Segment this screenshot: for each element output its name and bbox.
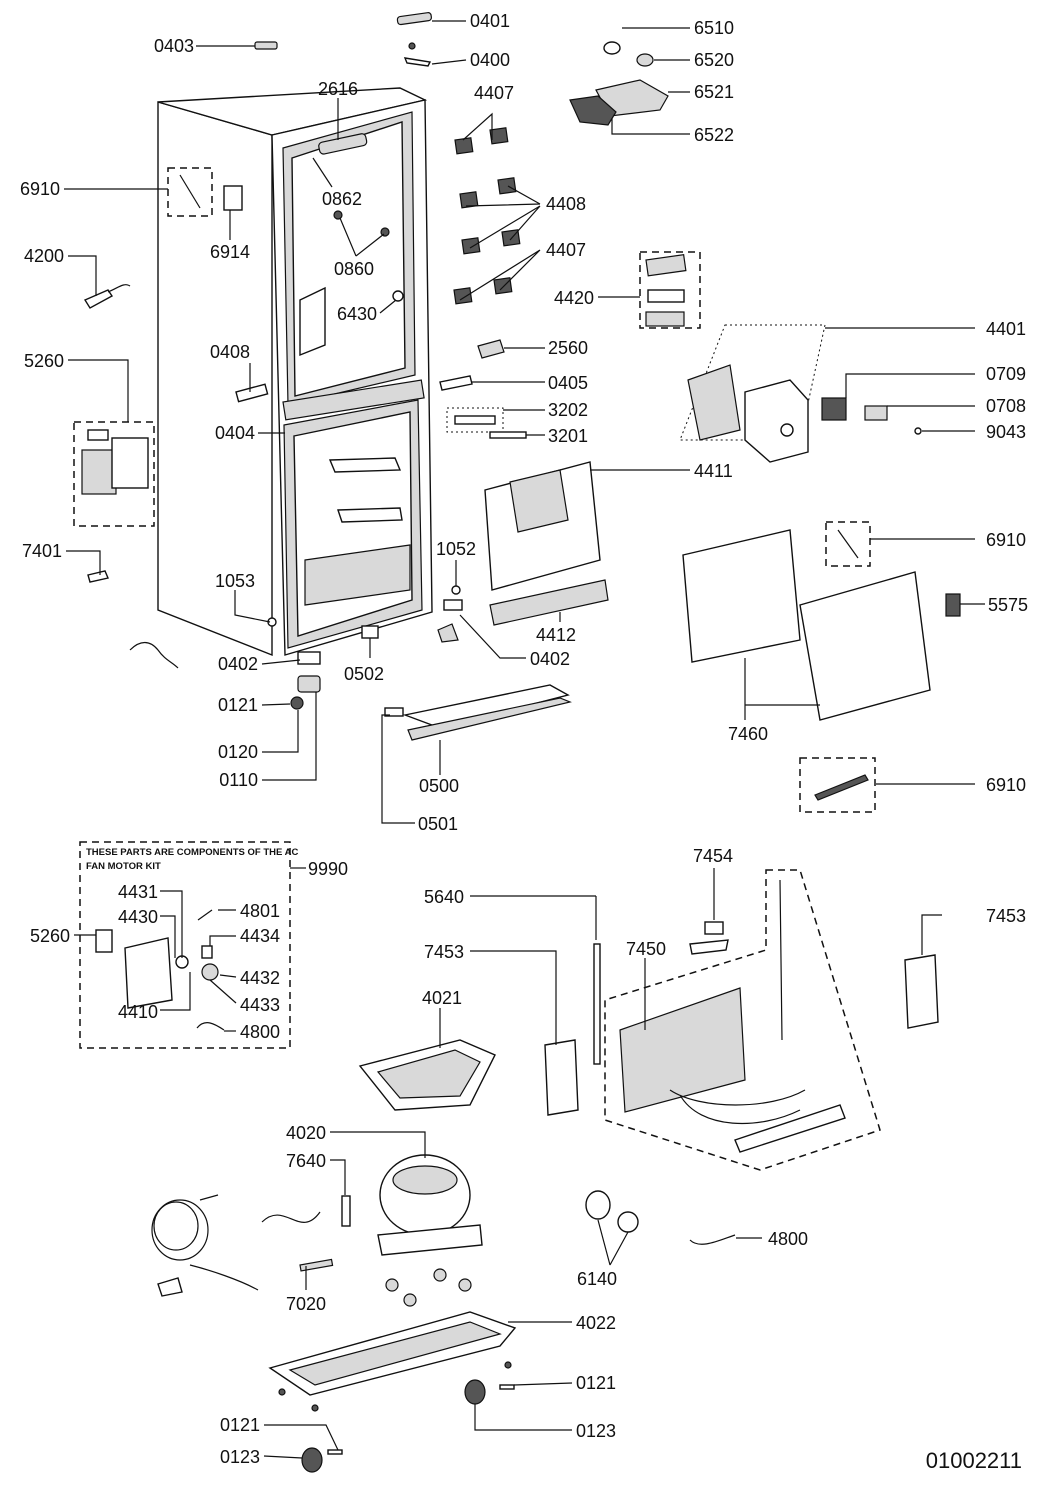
callout-4430: 4430: [118, 907, 158, 927]
callout-7401: 7401: [22, 541, 62, 561]
callout-4407-lower: 4407: [546, 240, 586, 260]
callout-1052: 1052: [436, 539, 476, 559]
callout-7020: 7020: [286, 1294, 326, 1314]
callout-0110: 0110: [219, 770, 258, 790]
door-switch-kit: [799, 757, 876, 813]
callout-0401: 0401: [470, 11, 510, 31]
callout-0501: 0501: [418, 814, 458, 834]
callout-0402-left: 0402: [218, 654, 258, 674]
callout-7450: 7450: [626, 939, 666, 959]
drain-pan: [358, 1039, 496, 1111]
callout-7453-center: 7453: [424, 942, 464, 962]
callout-4021: 4021: [422, 988, 462, 1008]
callout-4420: 4420: [554, 288, 594, 308]
callout-0404: 0404: [215, 423, 255, 443]
callout-9990: 9990: [308, 859, 348, 879]
callout-4801: 4801: [240, 901, 280, 921]
callout-5575: 5575: [988, 595, 1028, 615]
callout-4433: 4433: [240, 995, 280, 1015]
callout-0402-right: 0402: [530, 649, 570, 669]
capillary-coil: [151, 1194, 321, 1297]
callout-0121-upper: 0121: [218, 695, 258, 715]
callout-2616: 2616: [318, 79, 358, 99]
callout-0502: 0502: [344, 664, 384, 684]
callout-4410: 4410: [118, 1002, 158, 1022]
callout-5640: 5640: [424, 887, 464, 907]
callout-7640: 7640: [286, 1151, 326, 1171]
callout-6510: 6510: [694, 18, 734, 38]
callout-5260-upper: 5260: [24, 351, 64, 371]
callout-2560: 2560: [548, 338, 588, 358]
base-plate: [268, 1311, 517, 1473]
callout-0860: 0860: [334, 259, 374, 279]
callout-4800-kit: 4800: [240, 1022, 280, 1042]
callout-4020: 4020: [286, 1123, 326, 1143]
callout-4800-harness: 4800: [768, 1229, 808, 1249]
callout-6914: 6914: [210, 242, 250, 262]
callout-4408: 4408: [546, 194, 586, 214]
callout-4407-upper: 4407: [474, 83, 514, 103]
callout-6522: 6522: [694, 125, 734, 145]
callout-6521: 6521: [694, 82, 734, 102]
kit-note-line-1: THESE PARTS ARE COMPONENTS OF THE AC: [86, 847, 298, 858]
callout-4434: 4434: [240, 926, 280, 946]
lower-misc-parts: [299, 1190, 736, 1307]
freezer-panel: [437, 461, 609, 643]
callout-7454: 7454: [693, 846, 733, 866]
callout-4431: 4431: [118, 882, 158, 902]
callout-3201: 3201: [548, 426, 588, 446]
callout-0408: 0408: [210, 342, 250, 362]
cabinet: [157, 87, 433, 657]
fan-motor-kit: [79, 841, 291, 1049]
callout-4411: 4411: [694, 461, 733, 481]
callout-4022: 4022: [576, 1313, 616, 1333]
callout-0862: 0862: [322, 189, 362, 209]
lower-tray: [384, 684, 572, 741]
callout-4401: 4401: [986, 319, 1026, 339]
callout-0120: 0120: [218, 742, 258, 762]
callout-5260-lower: 5260: [30, 926, 70, 946]
callout-4200: 4200: [24, 246, 64, 266]
callout-3202: 3202: [548, 400, 588, 420]
callout-9043: 9043: [986, 422, 1026, 442]
callout-6140: 6140: [577, 1269, 617, 1289]
lamp-parts: [569, 41, 669, 126]
fan-cover-module: [639, 251, 701, 329]
callout-0708: 0708: [986, 396, 1026, 416]
callout-1053: 1053: [215, 571, 255, 591]
callout-0121-lower: 0121: [220, 1415, 260, 1435]
door-pads: [439, 127, 527, 439]
callout-6430: 6430: [337, 304, 377, 324]
door-panel: [682, 521, 961, 721]
coil-assembly: [544, 869, 939, 1171]
compressor: [341, 1154, 483, 1256]
callout-0121-right: 0121: [576, 1373, 616, 1393]
callout-6910-left: 6910: [20, 179, 60, 199]
kit-note-line-2: FAN MOTOR KIT: [86, 861, 161, 872]
leader-lines: [64, 20, 985, 1459]
callout-0400: 0400: [470, 50, 510, 70]
callout-0405: 0405: [548, 373, 588, 393]
callout-0709: 0709: [986, 364, 1026, 384]
callout-7460: 7460: [728, 724, 768, 744]
callout-labels: 0401 0400 0403 6510 6520 6521 6522 2616 …: [20, 11, 1028, 1467]
callout-7453-right: 7453: [986, 906, 1026, 926]
callout-0403: 0403: [154, 36, 194, 56]
callout-4432: 4432: [240, 968, 280, 988]
callout-0123-lower: 0123: [220, 1447, 260, 1467]
callout-0500: 0500: [419, 776, 459, 796]
callout-4412: 4412: [536, 625, 576, 645]
document-number: 01002211: [926, 1448, 1022, 1473]
callout-0123-right: 0123: [576, 1421, 616, 1441]
callout-6910-lower: 6910: [986, 775, 1026, 795]
callout-6520: 6520: [694, 50, 734, 70]
callout-6910-right: 6910: [986, 530, 1026, 550]
cabinet-small-parts: [73, 12, 432, 710]
evaporator-cover-group: [679, 324, 922, 463]
